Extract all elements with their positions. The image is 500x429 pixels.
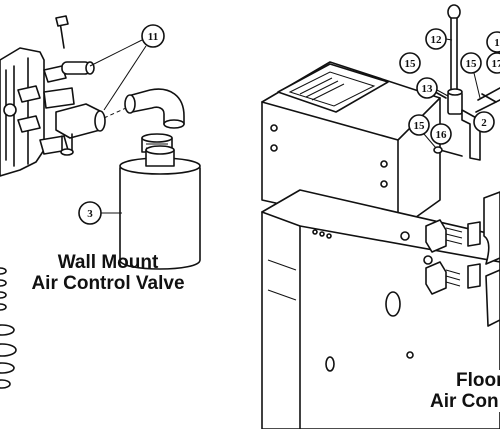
callout-17-label: 17 bbox=[492, 58, 500, 70]
callout-13: 13 bbox=[416, 77, 449, 99]
callout-11-label: 11 bbox=[148, 31, 158, 43]
wall-mount-caption-line1: Wall Mount bbox=[57, 252, 159, 273]
callout-1: 1 bbox=[486, 31, 500, 53]
floor-mount-caption: Floor Air Con bbox=[430, 370, 500, 412]
callout-15-a-label: 15 bbox=[405, 58, 417, 70]
enclosure-base bbox=[261, 189, 500, 429]
callout-2: 2 bbox=[473, 111, 495, 133]
callout-13-label: 13 bbox=[422, 83, 434, 95]
pin-fitting bbox=[61, 61, 95, 75]
control-lever bbox=[447, 4, 500, 161]
callout-3-label: 3 bbox=[87, 208, 93, 220]
tee-fitting bbox=[43, 87, 106, 156]
callout-2-label: 2 bbox=[481, 117, 487, 129]
filter-bowl bbox=[119, 145, 201, 270]
callout-16-label: 16 bbox=[436, 129, 448, 141]
wall-mount-caption: Wall Mount Air Control Valve bbox=[8, 252, 208, 294]
floor-mount-caption-line1: Floor bbox=[456, 370, 500, 391]
callout-15-b-label: 15 bbox=[466, 58, 478, 70]
callout-1-label: 1 bbox=[494, 37, 500, 49]
callout-15-b: 15 bbox=[460, 52, 482, 99]
floor-mount-caption-line2: Air Con bbox=[430, 391, 499, 412]
callout-15-c: 15 bbox=[408, 114, 437, 149]
quick-connect-fittings bbox=[425, 191, 500, 327]
callout-16: 16 bbox=[430, 123, 452, 145]
callout-15-c-label: 15 bbox=[414, 120, 426, 132]
callout-12: 12 bbox=[425, 28, 453, 50]
callout-11: 11 bbox=[89, 24, 165, 111]
wall-mount-caption-line2: Air Control Valve bbox=[31, 273, 185, 294]
callout-3: 3 bbox=[78, 201, 122, 225]
callout-12-label: 12 bbox=[431, 34, 443, 46]
bolt bbox=[55, 15, 69, 49]
elbow-fitting bbox=[124, 88, 185, 129]
callout-17: 17 bbox=[486, 52, 500, 74]
spring-stack bbox=[0, 267, 17, 389]
wall-valve-body bbox=[0, 47, 69, 177]
callout-15-a: 15 bbox=[399, 52, 421, 74]
